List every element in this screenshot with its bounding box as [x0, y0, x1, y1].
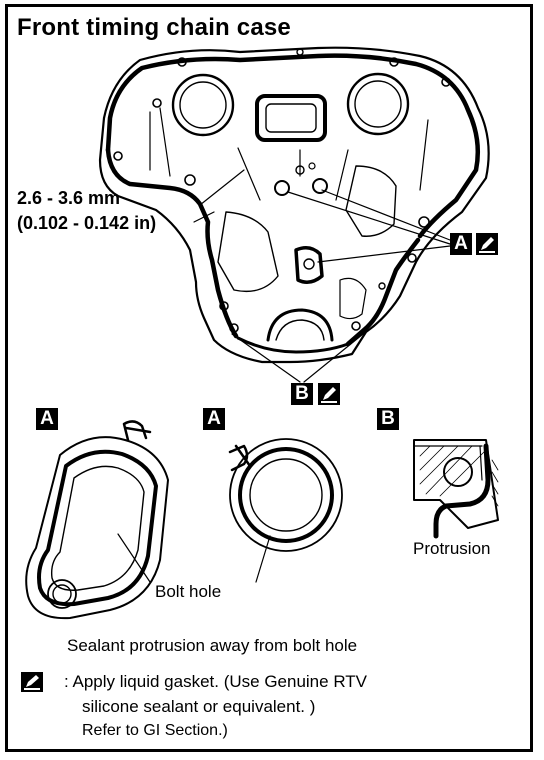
- liquid-gasket-icon: [318, 383, 340, 405]
- diagram-frame: [5, 4, 533, 752]
- detail-a-bolt-hole-drawing: [25, 420, 169, 620]
- detail-b-protrusion-drawing: [413, 439, 499, 539]
- diagram-title: Front timing chain case: [17, 14, 291, 41]
- pen-icon: [24, 675, 40, 690]
- liquid-gasket-icon: [476, 233, 498, 255]
- caption: Sealant protrusion away from bolt hole: [67, 636, 358, 655]
- callout-b-badge: B: [291, 383, 313, 405]
- detail-label-b: B: [377, 408, 399, 430]
- bolt-hole-label: Bolt hole: [155, 582, 222, 601]
- pen-icon: [479, 237, 495, 253]
- dimension-metric: 2.6 - 3.6 mm: [17, 188, 121, 208]
- pen-icon: [321, 387, 337, 403]
- detail-a-ring-drawing: [228, 438, 343, 583]
- callout-a-badge: A: [450, 233, 472, 255]
- dimension-imperial: (0.102 - 0.142 in): [17, 213, 157, 233]
- detail-label-a-2: A: [203, 408, 225, 430]
- protrusion-label: Protrusion: [413, 539, 491, 558]
- liquid-gasket-icon: [21, 672, 43, 692]
- legend-line-3: Refer to GI Section.): [82, 722, 228, 739]
- legend-line-2: silicone sealant or equivalent. ): [82, 697, 316, 716]
- detail-label-a-1: A: [36, 408, 58, 430]
- legend-line-1: : Apply liquid gasket. (Use Genuine RTV: [64, 672, 368, 691]
